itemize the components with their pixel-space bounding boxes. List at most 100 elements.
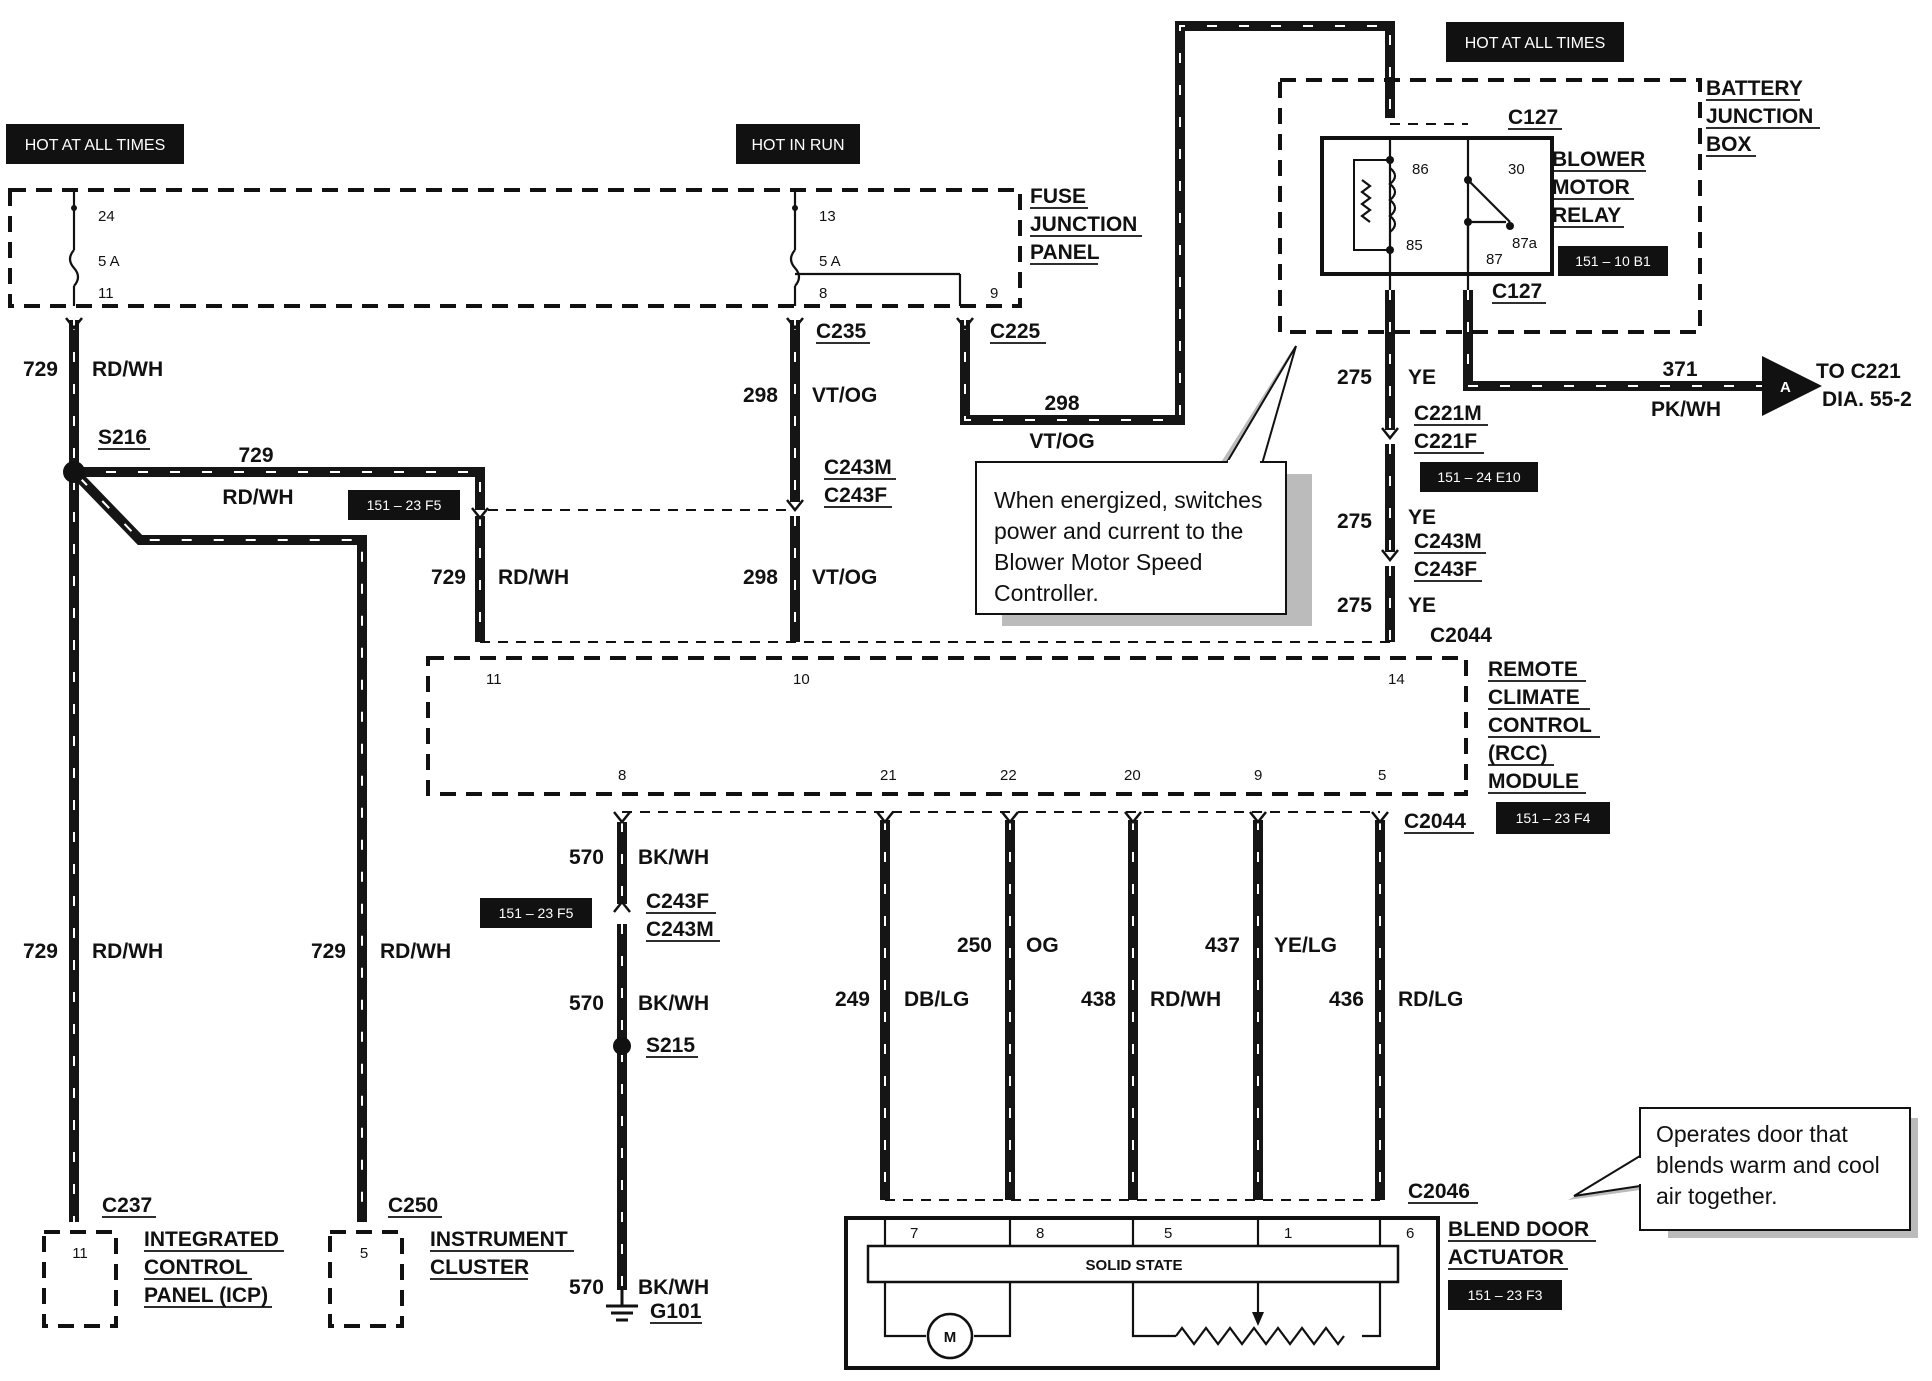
svg-text:C243M: C243M bbox=[824, 456, 892, 479]
solid-state-label: SOLID STATE bbox=[1086, 1257, 1183, 1274]
svg-text:YE: YE bbox=[1408, 366, 1436, 389]
svg-text:M: M bbox=[944, 1329, 957, 1346]
svg-text:87a: 87a bbox=[1512, 235, 1538, 252]
actuator-pins: 7 8 5 1 6 bbox=[910, 1225, 1414, 1242]
svg-text:RD/LG: RD/LG bbox=[1398, 988, 1463, 1011]
svg-text:RD/WH: RD/WH bbox=[92, 940, 163, 963]
svg-text:24: 24 bbox=[98, 208, 115, 225]
svg-text:21: 21 bbox=[880, 767, 897, 784]
svg-text:87: 87 bbox=[1486, 251, 1503, 268]
fuse-junction-panel-box bbox=[8, 188, 1022, 308]
blend-door-actuator-box bbox=[844, 1216, 1440, 1370]
svg-text:C2044: C2044 bbox=[1430, 624, 1492, 647]
splice-s215 bbox=[613, 1037, 631, 1055]
battery-junction-box bbox=[1278, 78, 1702, 334]
svg-text:BK/WH: BK/WH bbox=[638, 992, 709, 1015]
to-c221-label: TO C221 DIA. 55-2 bbox=[1816, 360, 1912, 411]
off-page-connector-a: A bbox=[1762, 356, 1822, 416]
badge-151-10-b1: 151 – 10 B1 bbox=[1558, 246, 1668, 276]
svg-text:437: 437 bbox=[1205, 934, 1240, 957]
svg-text:275: 275 bbox=[1337, 510, 1372, 533]
svg-text:RD/WH: RD/WH bbox=[1150, 988, 1221, 1011]
svg-text:DB/LG: DB/LG bbox=[904, 988, 969, 1011]
svg-text:298: 298 bbox=[743, 566, 778, 589]
svg-text:DIA. 55-2: DIA. 55-2 bbox=[1822, 388, 1912, 411]
hot-in-run-badge: HOT IN RUN bbox=[736, 124, 860, 164]
badge-151-23-f3: 151 – 23 F3 bbox=[1448, 1280, 1562, 1310]
fuse-13: 13 5 A 8 9 bbox=[789, 190, 998, 306]
svg-text:8: 8 bbox=[819, 285, 827, 302]
badge-151-23-f5-b: 151 – 23 F5 bbox=[480, 898, 592, 928]
svg-text:C250: C250 bbox=[388, 1194, 438, 1217]
svg-text:MOTOR: MOTOR bbox=[1552, 176, 1630, 199]
svg-text:CONTROL: CONTROL bbox=[1488, 714, 1592, 737]
wire-371 bbox=[1463, 290, 1762, 391]
svg-text:PANEL: PANEL bbox=[1030, 241, 1100, 264]
svg-text:Blower Motor Speed: Blower Motor Speed bbox=[994, 549, 1202, 575]
blend-door-actuator-label: BLEND DOOR ACTUATOR bbox=[1448, 1218, 1596, 1270]
connector-labels: C127 C127 C235 C225 C221M C221F C243M C2… bbox=[98, 106, 1562, 1324]
svg-text:A: A bbox=[1780, 379, 1791, 396]
svg-text:151 – 24 E10: 151 – 24 E10 bbox=[1437, 469, 1521, 485]
svg-text:729: 729 bbox=[23, 358, 58, 381]
svg-text:Operates door that: Operates door that bbox=[1656, 1121, 1848, 1147]
svg-text:BLOWER: BLOWER bbox=[1552, 148, 1645, 171]
svg-text:VT/OG: VT/OG bbox=[1029, 430, 1094, 453]
blower-motor-relay-label: BLOWER MOTOR RELAY bbox=[1552, 148, 1646, 228]
svg-text:151 – 23 F4: 151 – 23 F4 bbox=[1516, 810, 1591, 826]
svg-text:S215: S215 bbox=[646, 1034, 695, 1057]
blower-motor-relay: 86 30 85 87 87a bbox=[1353, 138, 1538, 290]
blend-note-callout: Operates door that blends warm and cool … bbox=[1568, 1107, 1918, 1238]
svg-text:REMOTE: REMOTE bbox=[1488, 658, 1578, 681]
instrument-cluster-label: INSTRUMENT CLUSTER bbox=[430, 1228, 574, 1280]
svg-text:BLEND DOOR: BLEND DOOR bbox=[1448, 1218, 1589, 1241]
svg-text:9: 9 bbox=[990, 285, 998, 302]
svg-text:13: 13 bbox=[819, 208, 836, 225]
hot-at-all-times-right-badge: HOT AT ALL TIMES bbox=[1446, 22, 1624, 62]
svg-text:JUNCTION: JUNCTION bbox=[1030, 213, 1137, 236]
svg-text:YE: YE bbox=[1408, 506, 1436, 529]
badge-151-24-e10: 151 – 24 E10 bbox=[1420, 462, 1538, 492]
svg-text:22: 22 bbox=[1000, 767, 1017, 784]
svg-text:INSTRUMENT: INSTRUMENT bbox=[430, 1228, 568, 1251]
fuse-24: 24 5 A 11 bbox=[68, 190, 120, 306]
svg-text:Controller.: Controller. bbox=[994, 580, 1099, 606]
actuator-internals: M bbox=[883, 1218, 1382, 1360]
svg-text:729: 729 bbox=[238, 444, 273, 467]
icp-pin: 11 bbox=[72, 1245, 88, 1262]
svg-text:C243F: C243F bbox=[1414, 558, 1477, 581]
battery-junction-box-label: BATTERY JUNCTION BOX bbox=[1706, 77, 1820, 157]
svg-text:11: 11 bbox=[486, 671, 502, 688]
svg-text:YE: YE bbox=[1408, 594, 1436, 617]
svg-text:C127: C127 bbox=[1492, 280, 1542, 303]
svg-text:8: 8 bbox=[618, 767, 626, 784]
fuse-junction-panel-label: FUSE JUNCTION PANEL bbox=[1030, 185, 1142, 265]
svg-text:PANEL (ICP): PANEL (ICP) bbox=[144, 1284, 268, 1307]
svg-text:BOX: BOX bbox=[1706, 133, 1752, 156]
svg-text:570: 570 bbox=[569, 846, 604, 869]
svg-text:(RCC): (RCC) bbox=[1488, 742, 1547, 765]
svg-text:BK/WH: BK/WH bbox=[638, 846, 709, 869]
svg-text:air together.: air together. bbox=[1656, 1183, 1777, 1209]
svg-text:CONTROL: CONTROL bbox=[144, 1256, 248, 1279]
icp-label: INTEGRATED CONTROL PANEL (ICP) bbox=[144, 1228, 284, 1308]
svg-text:570: 570 bbox=[569, 1276, 604, 1299]
svg-text:C221M: C221M bbox=[1414, 402, 1482, 425]
svg-text:9: 9 bbox=[1254, 767, 1262, 784]
svg-text:CLIMATE: CLIMATE bbox=[1488, 686, 1580, 709]
svg-text:7: 7 bbox=[910, 1225, 918, 1242]
wire-298-to-relay bbox=[960, 21, 1395, 425]
svg-text:10: 10 bbox=[793, 671, 810, 688]
svg-text:6: 6 bbox=[1406, 1225, 1414, 1242]
svg-text:TO C221: TO C221 bbox=[1816, 360, 1901, 383]
svg-text:1: 1 bbox=[1284, 1225, 1292, 1242]
svg-text:5 A: 5 A bbox=[98, 253, 120, 270]
svg-text:729: 729 bbox=[311, 940, 346, 963]
svg-text:HOT AT ALL TIMES: HOT AT ALL TIMES bbox=[25, 137, 166, 154]
splice-s216 bbox=[63, 461, 85, 483]
svg-text:VT/OG: VT/OG bbox=[812, 566, 877, 589]
svg-text:14: 14 bbox=[1388, 671, 1405, 688]
rcc-module-label: REMOTE CLIMATE CONTROL (RCC) MODULE bbox=[1488, 658, 1600, 794]
svg-text:5: 5 bbox=[1164, 1225, 1172, 1242]
